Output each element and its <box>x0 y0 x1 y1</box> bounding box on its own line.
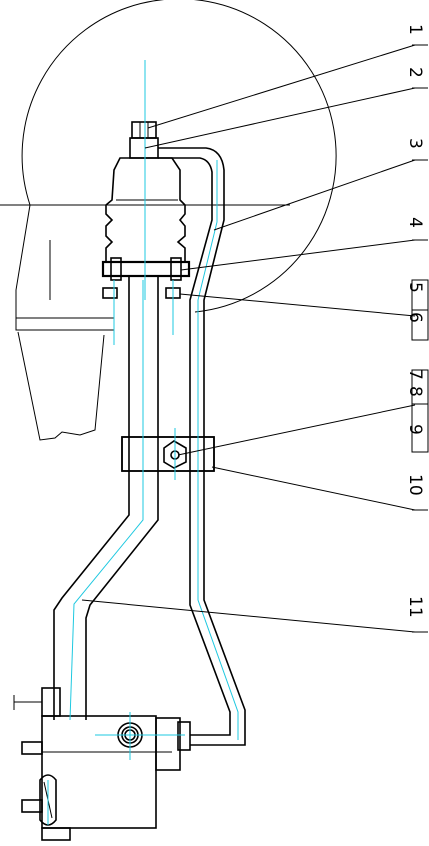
top-nut <box>129 121 159 159</box>
callout-4: 4 <box>405 217 425 228</box>
callout-6: 6 <box>405 312 425 323</box>
callout-2: 2 <box>405 67 425 78</box>
pipe-clamp <box>121 436 215 472</box>
valve-body <box>105 157 186 263</box>
lower-block <box>13 687 191 841</box>
callout-11: 11 <box>405 596 425 618</box>
callout-8: 8 <box>405 386 425 397</box>
callout-10: 10 <box>405 474 425 496</box>
wheel-circle <box>21 0 337 313</box>
callout-5: 5 <box>405 282 425 293</box>
callout-3: 3 <box>405 138 425 149</box>
callout-9: 9 <box>405 424 425 435</box>
callout-7: 7 <box>405 369 425 380</box>
center-tube <box>53 276 159 720</box>
flange-plate <box>101 257 191 299</box>
callout-leaders <box>81 44 429 633</box>
centerlines <box>47 60 239 825</box>
return-pipe <box>158 147 246 746</box>
callout-1: 1 <box>405 24 425 35</box>
callout-labels: 1 2 3 4 5 6 7 8 9 10 11 <box>405 24 425 618</box>
